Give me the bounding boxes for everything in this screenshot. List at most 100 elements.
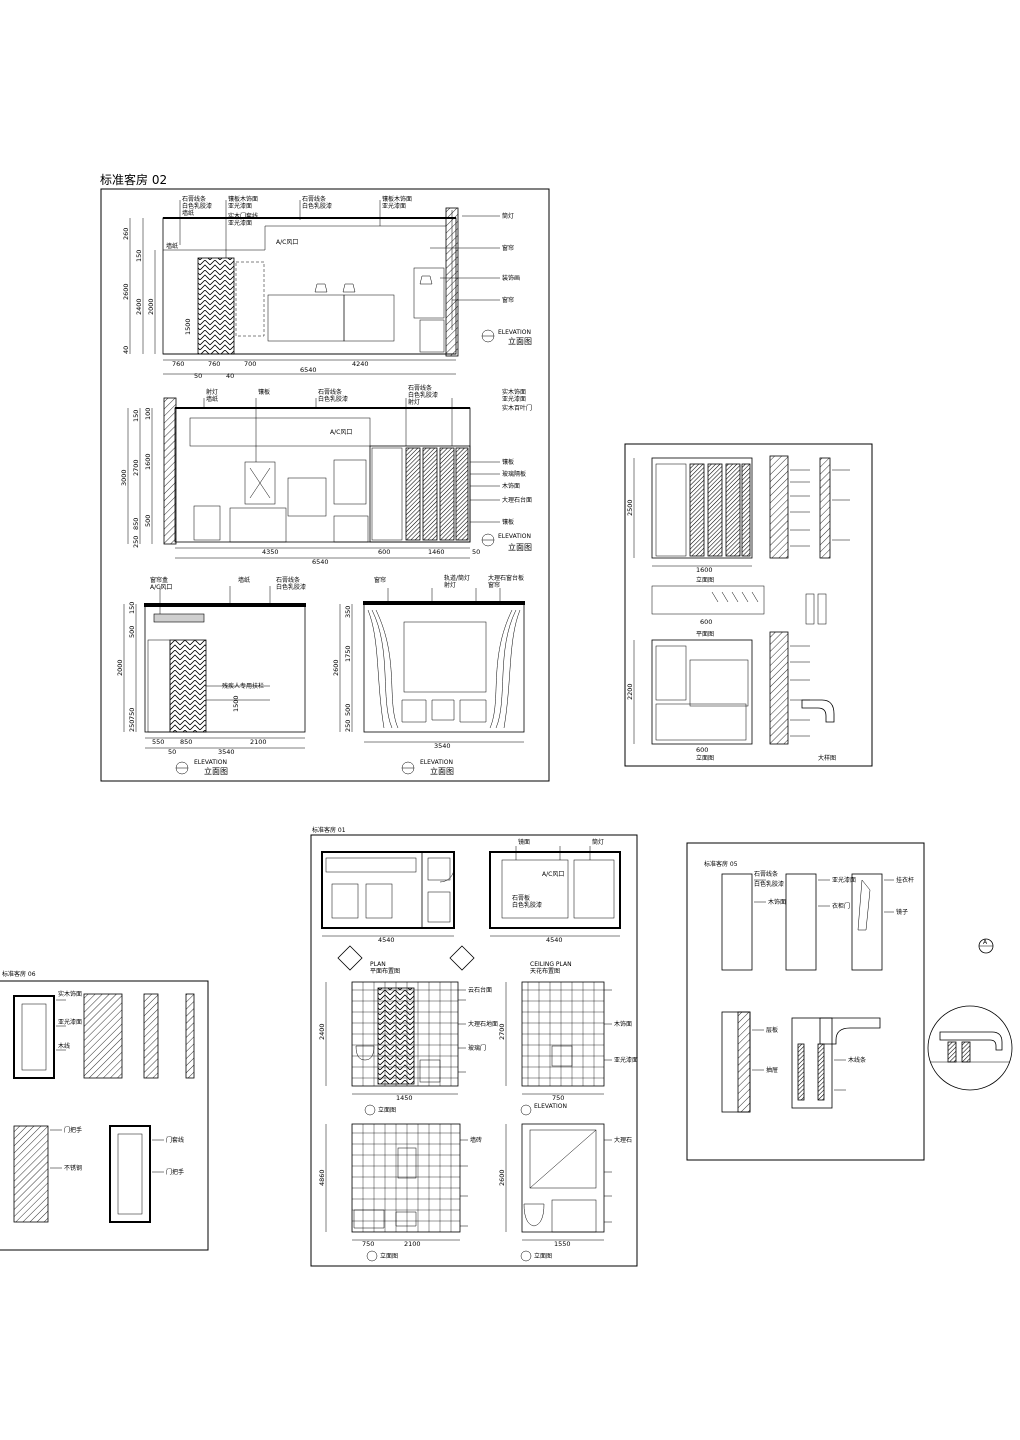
dimension: 2600 [332,659,340,676]
dimension: 760 [172,360,184,368]
caption: 平面图 [696,631,714,638]
sheet-a-frame [100,188,550,782]
note: 不锈钢 [64,1164,82,1172]
dimension: 40 [226,372,234,380]
note: 射灯 [206,388,218,396]
note: 实木百叶门 [502,404,532,412]
note: A/C风口 [150,584,172,591]
note: 筒灯 [592,838,604,846]
dimension: 750 [128,708,136,720]
sheet-d: 标准客房 06 实木饰面 亚光漆面 木线 门把手 不锈钢 门套线 门把手 [0,970,209,1251]
section-bubble [520,1250,532,1262]
note: 镜面 [518,838,530,846]
note: 镶板木饰面 [228,195,258,203]
note: 石膏线条 [182,195,206,203]
note: 木线条 [848,1056,866,1064]
note: 木饰面 [614,1020,632,1028]
north-arrow [337,945,363,971]
dimension: 1550 [554,1240,571,1248]
note: 实木饰面 [58,990,82,998]
note: 窗帘 [488,581,500,589]
note: 装饰画 [502,274,520,282]
note: 白色乳胶漆 [408,391,438,399]
dimension: 500 [128,626,136,638]
detail-bubble: A [978,938,994,954]
dimension: 150 [128,602,136,614]
note: 抽屉 [766,1066,778,1074]
dimension: 2400 [135,298,143,315]
dimension: 4540 [546,936,563,944]
sheet-c-title: 标准客房 01 [312,826,346,834]
note: A/C风口 [276,239,298,246]
note: 镶板 [502,458,514,466]
caption-en: CEILING PLAN [530,961,572,968]
detail-magnifier [927,1005,1013,1091]
note: 木饰面 [768,898,786,906]
elevation-2: 射灯 墙纸 镶板 石膏线条 白色乳胶漆 石膏线条 白色乳胶漆 射灯 实木饰面 亚… [120,384,532,566]
sheet-e: 标准客房 05 石膏线条 白色乳胶漆 木饰面 亚光漆面 衣柜门 挂衣杆 镜子 层… [686,842,925,1161]
note: 亚光漆面 [502,395,526,403]
note: 玻璃门 [468,1044,486,1052]
note: 窗帘 [502,244,514,252]
note: 亚光漆面 [382,202,406,210]
note: 射灯 [444,581,456,589]
dimension: 6540 [300,366,317,374]
sheet-b: 2500 1600 600 2200 600 立面图 平面图 立面图 大样图 [624,443,873,767]
dimension: 2600 [122,283,130,300]
dimension: 2000 [116,659,124,676]
section-bubble [520,1104,532,1116]
sheet-a-title: 标准客房 02 [100,172,167,187]
dimension: 750 [362,1240,374,1248]
dimension: 1500 [184,318,192,335]
north-arrow [449,945,475,971]
section-bubble [366,1250,378,1262]
note: 云石台面 [468,986,492,994]
caption-en: ELEVATION [498,329,531,336]
note: 白色乳胶漆 [754,880,784,888]
dimension: 4860 [318,1169,326,1186]
dimension: 1600 [696,566,713,574]
dimension: 2500 [626,499,634,516]
note: 墙纸 [182,209,194,217]
note: 亚光漆面 [228,202,252,210]
note: 实木门套线 [228,212,258,220]
note: 石膏线条 [318,388,342,396]
note: 镜子 [896,908,908,916]
caption-en: ELEVATION [498,533,531,540]
elevation-1: 石膏线条 白色乳胶漆 墙纸 镶板木饰面 亚光漆面 实木门套线 亚光漆面 石膏线条… [122,195,532,380]
wardrobe [369,445,471,543]
note: 墙砖 [470,1136,482,1144]
note: 亚光漆面 [614,1056,638,1064]
dimension: 260 [122,228,130,240]
note: 亚光漆面 [228,219,252,227]
dimension: 350 [344,606,352,618]
note: 大理石 [614,1136,632,1144]
dimension: 150 [132,410,140,422]
caption-cn: 立面图 [430,766,454,776]
note: 白色乳胶漆 [302,202,332,210]
caption-en: ELEVATION [420,759,453,766]
note: 镶板 [258,388,270,396]
dimension: 6540 [312,558,329,566]
note: 门套线 [166,1136,184,1144]
dimension: 1500 [232,695,240,712]
dimension: 50 [194,372,202,380]
caption-en: PLAN [370,961,386,968]
dimension: 1600 [144,453,152,470]
sheet-c: 标准客房 01 镜面 A/C风口 筒灯 石膏板 白色乳胶漆 4540 4540 … [310,826,638,1267]
note: A/C风口 [330,429,352,436]
dimension: 50 [168,748,176,756]
sheet-c-frame [310,834,638,1267]
sheet-e-frame [686,842,925,1161]
note: 玻璃隔板 [502,470,526,478]
dimension: 4350 [262,548,279,556]
caption-cn: 立面图 [380,1252,398,1260]
note: 大理石地面 [468,1020,498,1028]
dimension: 2200 [626,683,634,700]
note: 层板 [766,1026,778,1034]
caption: 大样图 [818,754,836,762]
note: 白色乳胶漆 [318,395,348,403]
dimension: 2000 [147,298,155,315]
caption-en: ELEVATION [534,1103,567,1110]
caption-cn: 立面图 [508,542,532,552]
